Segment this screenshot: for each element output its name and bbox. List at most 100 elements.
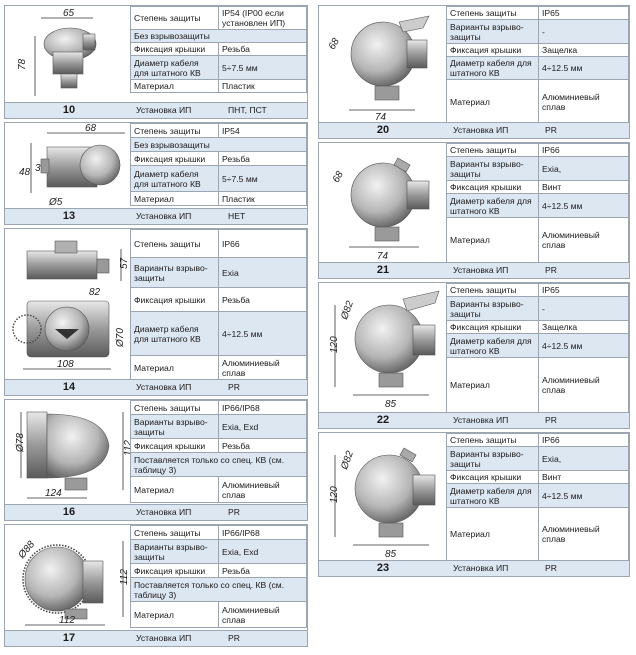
value-protection: IP66	[538, 143, 629, 157]
dim-length-17: 112	[59, 615, 75, 626]
dim-top-14: 82	[89, 287, 101, 298]
value-protection: IP54 (IP00 если установлен ИП)	[218, 6, 307, 30]
value-fixation: Винт	[538, 470, 629, 484]
value-material: Пластик	[218, 79, 307, 93]
value-install: PR	[228, 507, 240, 517]
dim-diam-16: Ø78	[15, 433, 26, 453]
install-row-20: 20 Установка ИП PR	[319, 122, 629, 138]
value-fixation: Резьба	[218, 42, 307, 56]
dim-width-20: 74	[375, 112, 387, 123]
label-install: Установка ИП	[136, 382, 192, 392]
value-fixation: Винт	[538, 180, 629, 194]
no-explosion-note: Без взрывозащиты	[130, 137, 307, 152]
dim-width-23: 85	[385, 549, 397, 560]
label-explosion: Варианты взрыво-защиты	[446, 19, 539, 44]
housing-drawing-10: 65 78	[5, 6, 133, 103]
housing-drawing-22: Ø82 120 85	[319, 283, 447, 413]
install-row-23: 23 Установка ИП PR	[319, 560, 629, 576]
value-install: PR	[228, 633, 240, 643]
value-fixation: Резьба	[218, 287, 307, 312]
value-material: Алюминиевый сплав	[538, 357, 629, 413]
install-row-10: 10 Установка ИП ПНТ, ПСТ	[5, 102, 307, 118]
housing-drawing-13: 68 48 35 Ø5	[5, 123, 133, 209]
housing-23-illustration: Ø82 120 85	[329, 447, 436, 560]
label-cable: Диаметр кабеля для штатного КВ	[446, 333, 539, 358]
value-install: PR	[545, 125, 557, 135]
value-material: Алюминиевый сплав	[218, 601, 307, 628]
label-fixation: Фиксация крышки	[130, 42, 219, 56]
housing-number: 10	[62, 104, 76, 116]
label-fixation: Фиксация крышки	[446, 470, 539, 484]
dim-diam-22: Ø82	[339, 299, 356, 322]
label-protection: Степень защиты	[446, 433, 539, 447]
label-explosion: Варианты взрыво-защиты	[130, 539, 219, 564]
label-material: Материал	[446, 357, 539, 413]
value-install: ПНТ, ПСТ	[228, 105, 267, 115]
label-explosion: Варианты взрыво-защиты	[130, 414, 219, 439]
label-install: Установка ИП	[136, 211, 192, 221]
label-protection: Степень защиты	[130, 229, 219, 258]
label-explosion: Варианты взрыво-защиты	[446, 296, 539, 321]
label-protection: Степень защиты	[130, 400, 219, 415]
label-install: Установка ИП	[136, 507, 192, 517]
dim-width-10: 65	[63, 8, 75, 19]
value-explosion: Exia,	[538, 446, 629, 471]
value-explosion: -	[538, 19, 629, 44]
value-fixation: Резьба	[218, 151, 307, 166]
dim-height-21: 68	[331, 169, 346, 185]
dim-height-20: 68	[327, 36, 342, 52]
install-row-14: 14 Установка ИП PR	[5, 379, 307, 395]
value-fixation: Резьба	[218, 563, 307, 578]
housing-16-illustration: Ø78 112 124	[15, 411, 133, 499]
no-explosion-note: Без взрывозащиты	[130, 29, 307, 43]
value-protection: IP54	[218, 123, 307, 138]
label-fixation: Фиксация крышки	[130, 287, 219, 312]
special-cable-note: Поставляется только со спец. КВ (см. таб…	[130, 452, 307, 477]
label-protection: Степень защиты	[446, 283, 539, 297]
value-material: Алюминиевый сплав	[218, 355, 307, 381]
label-explosion: Варианты взрыво-защиты	[130, 257, 219, 288]
dim-diam-14: Ø70	[115, 328, 126, 348]
dim-height-22: 120	[329, 336, 340, 353]
housing-drawing-14: 57 82 Ø70 108	[5, 229, 133, 380]
value-explosion: Exia, Exd	[218, 539, 307, 564]
value-explosion: Exia, Exd	[218, 414, 307, 439]
label-protection: Степень защиты	[446, 143, 539, 157]
label-explosion: Варианты взрыво-защиты	[446, 156, 539, 181]
label-fixation: Фиксация крышки	[130, 563, 219, 578]
dim-height-14: 57	[119, 257, 130, 269]
value-material: Алюминиевый сплав	[538, 79, 629, 124]
value-protection: IP66/IP68	[218, 525, 307, 540]
dim-height-16: 112	[123, 440, 133, 456]
housing-number: 23	[376, 562, 390, 574]
label-fixation: Фиксация крышки	[446, 320, 539, 334]
label-protection: Степень защиты	[130, 525, 219, 540]
value-install: PR	[545, 563, 557, 573]
value-install: PR	[228, 382, 240, 392]
housing-number: 14	[62, 381, 76, 393]
value-install: PR	[545, 265, 557, 275]
label-install: Установка ИП	[453, 265, 509, 275]
value-cable: 5÷7.5 мм	[218, 165, 307, 192]
label-fixation: Фиксация крышки	[130, 438, 219, 453]
value-install: PR	[545, 415, 557, 425]
label-install: Установка ИП	[453, 563, 509, 573]
housing-number: 13	[62, 210, 76, 222]
housing-10-illustration: 65 78	[17, 8, 97, 96]
label-cable: Диаметр кабеля для штатного КВ	[446, 193, 539, 218]
housing-17-illustration: Ø88 112 112	[16, 539, 130, 626]
dim-width-22: 85	[385, 399, 397, 410]
housing-number: 20	[376, 124, 390, 136]
label-protection: Степень защиты	[130, 6, 219, 30]
dim-height-10: 78	[17, 58, 28, 70]
label-cable: Диаметр кабеля для штатного КВ	[130, 165, 219, 192]
label-cable: Диаметр кабеля для штатного КВ	[130, 311, 219, 356]
